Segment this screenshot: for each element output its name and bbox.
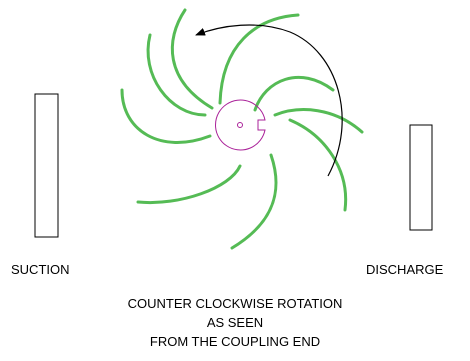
caption-line-1: COUNTER CLOCKWISE ROTATION: [127, 296, 343, 311]
caption-line-2: AS SEEN: [206, 315, 264, 330]
impeller-vane: [136, 164, 242, 205]
shaft-center: [237, 122, 243, 128]
impeller-vane: [230, 153, 278, 250]
impeller-vane: [288, 118, 348, 212]
impeller-vane: [218, 13, 300, 105]
rotation-arrow: [195, 24, 343, 177]
impeller-vane: [120, 88, 212, 144]
impeller-vane: [273, 108, 364, 134]
suction-port: [34, 93, 59, 238]
impeller-hub: [215, 99, 266, 151]
discharge-port: [409, 124, 433, 231]
impeller-vanes: [120, 8, 364, 250]
suction-label: SUCTION: [11, 262, 70, 277]
impeller-vane: [170, 8, 214, 110]
impeller-vane: [253, 75, 335, 112]
discharge-label: DISCHARGE: [366, 262, 444, 277]
rotation-caption: COUNTER CLOCKWISE ROTATION AS SEEN FROM …: [0, 294, 470, 351]
impeller-vane: [146, 33, 207, 117]
caption-line-3: FROM THE COUPLING END: [149, 334, 321, 349]
